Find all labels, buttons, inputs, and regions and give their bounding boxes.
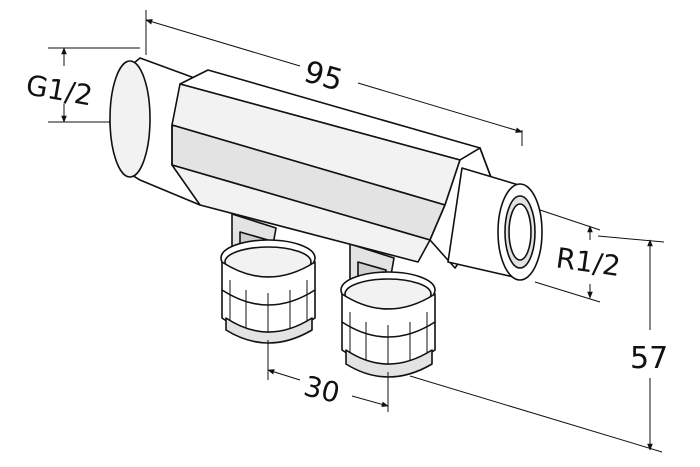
dim-95: 95 [145,10,523,146]
dim-30-label: 30 [301,369,344,410]
hex-body [109,57,543,281]
dim-95-label: 95 [300,54,346,98]
dim-57-label: 57 [630,341,668,376]
dim-r12: R1/2 [534,209,622,303]
outlet-left [220,213,316,344]
dim-57: 57 [409,235,668,453]
outlet-right [340,243,436,378]
dim-g12-label: G1/2 [24,68,95,112]
dim-r12-label: R1/2 [554,241,622,283]
